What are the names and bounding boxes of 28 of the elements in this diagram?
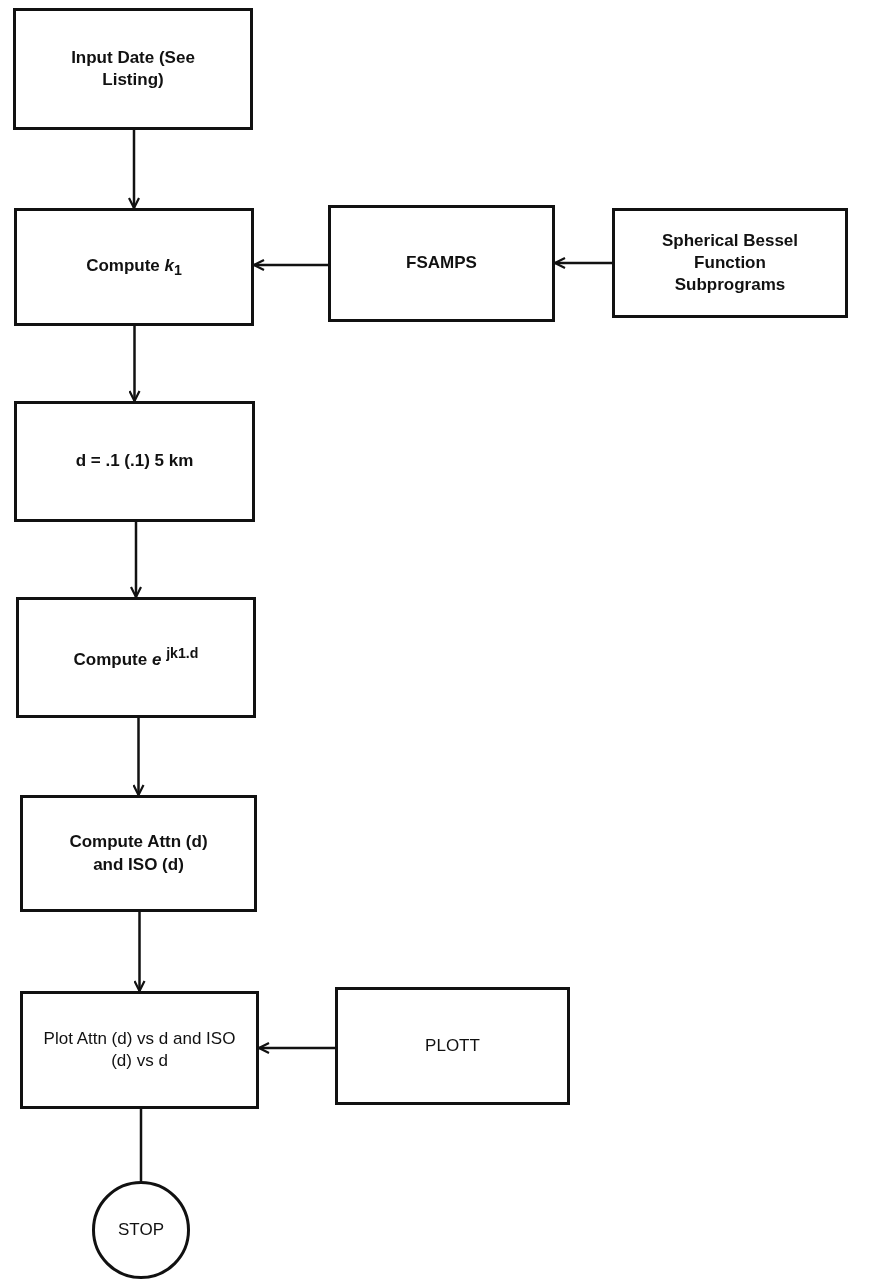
- process-box: [14, 208, 254, 326]
- node-label: Compute e $^{jk1.d}$: [72, 644, 200, 671]
- arrow: [128, 326, 141, 403]
- process-box: [20, 795, 257, 912]
- process-box: [14, 401, 255, 522]
- node-label: Compute k$_{1}$: [85, 254, 183, 280]
- process-box: [20, 991, 259, 1109]
- node-label: PLOTT: [424, 1034, 481, 1057]
- arrow: [553, 256, 612, 270]
- arrow: [129, 522, 143, 599]
- arrow: [252, 258, 328, 272]
- arrow: [257, 1041, 335, 1055]
- arrow: [132, 718, 145, 797]
- node-label: STOP: [117, 1218, 165, 1241]
- process-box: [328, 205, 555, 322]
- node-label: Compute Attn (d) and ISO (d): [68, 831, 209, 876]
- process-box: [13, 8, 253, 130]
- node-label: d = .1 (.1) 5 km: [74, 450, 195, 473]
- process-box: [16, 597, 256, 718]
- node-label: Spherical Bessel Function Subprograms: [660, 229, 800, 297]
- node-label: Plot Attn (d) vs d and ISO (d) vs d: [42, 1027, 237, 1072]
- process-box: [612, 208, 848, 318]
- node-label: Input Date (See Listing): [70, 46, 196, 91]
- node-label: FSAMPS: [405, 252, 478, 275]
- process-box: [335, 987, 570, 1105]
- arrow: [133, 912, 146, 993]
- connector-line: [139, 1109, 143, 1181]
- arrow: [127, 130, 141, 210]
